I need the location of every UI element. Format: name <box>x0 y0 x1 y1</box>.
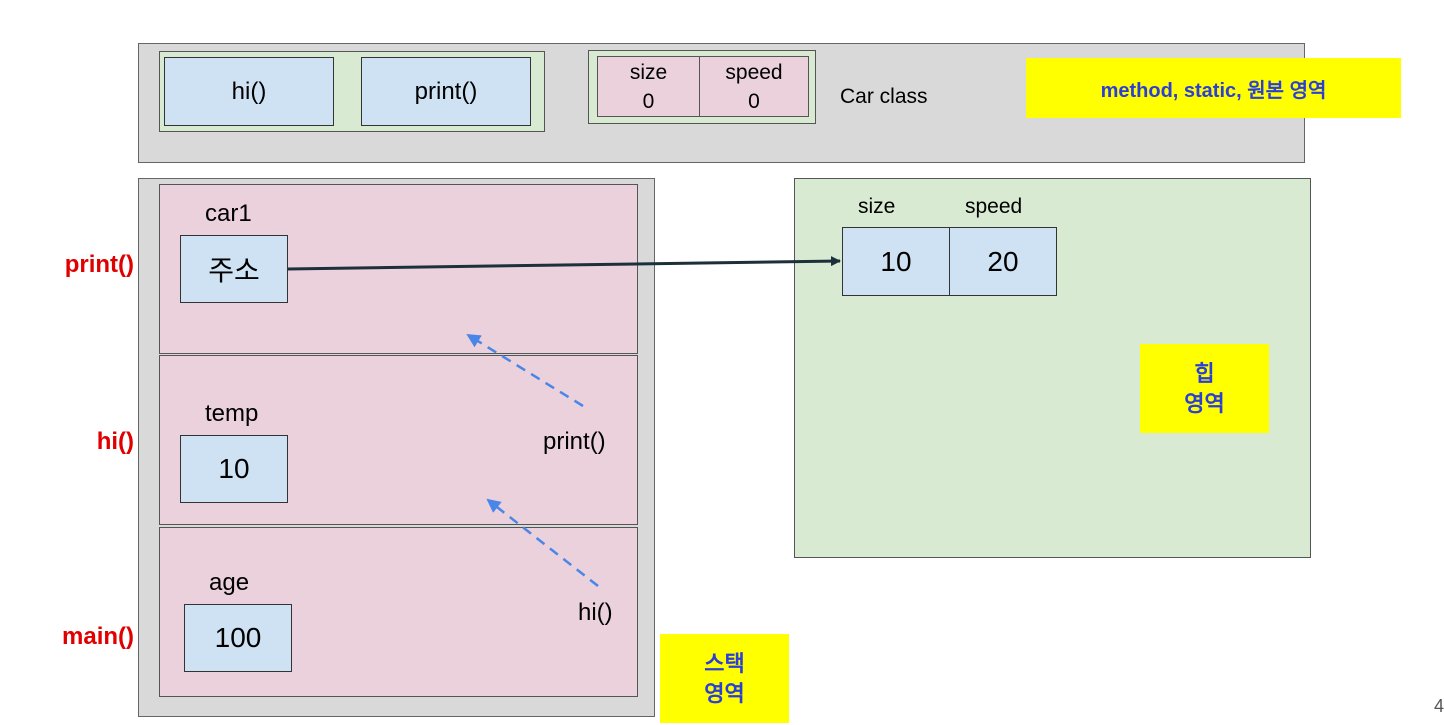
call-label-hi: hi() <box>578 599 613 626</box>
static-field-speed-value: 0 <box>748 90 760 113</box>
heap-field-size-value: 10 <box>842 227 950 296</box>
page-number: 4 <box>1434 696 1444 716</box>
heap-field-speed-name: speed <box>965 195 1023 218</box>
class-label: Car class <box>840 85 928 108</box>
heap-area-label: 힙 영역 <box>1140 344 1269 433</box>
heap-area-label-line2: 영역 <box>1184 390 1225 416</box>
frame-label-main: main() <box>62 623 134 650</box>
static-field-speed: speed 0 <box>699 56 809 117</box>
var-value-age: 100 <box>184 604 292 672</box>
static-field-size-value: 0 <box>642 90 655 113</box>
heap-field-size-name: size <box>858 195 896 218</box>
method-box-hi: hi() <box>164 57 334 126</box>
frame-label-hi: hi() <box>96 428 134 455</box>
stack-area-label-line1: 스택 <box>704 650 745 676</box>
var-name-car1: car1 <box>205 200 252 227</box>
static-field-size-name: size <box>629 61 668 84</box>
var-name-age: age <box>209 569 250 596</box>
var-name-temp: temp <box>205 400 259 427</box>
var-value-temp: 10 <box>180 435 288 503</box>
static-field-speed-name: speed <box>725 61 783 84</box>
call-label-print: print() <box>543 428 606 455</box>
method-box-print: print() <box>361 57 531 126</box>
var-value-car1: 주소 <box>180 235 288 303</box>
stack-area-label: 스택 영역 <box>660 634 789 723</box>
stack-area-label-line2: 영역 <box>704 680 745 706</box>
heap-area-label-line1: 힙 <box>1194 360 1215 386</box>
static-field-size: size 0 <box>597 56 700 117</box>
frame-label-print: print() <box>64 251 134 278</box>
heap-field-speed-value: 20 <box>949 227 1057 296</box>
method-area-label: method, static, 원본 영역 <box>1026 58 1401 118</box>
